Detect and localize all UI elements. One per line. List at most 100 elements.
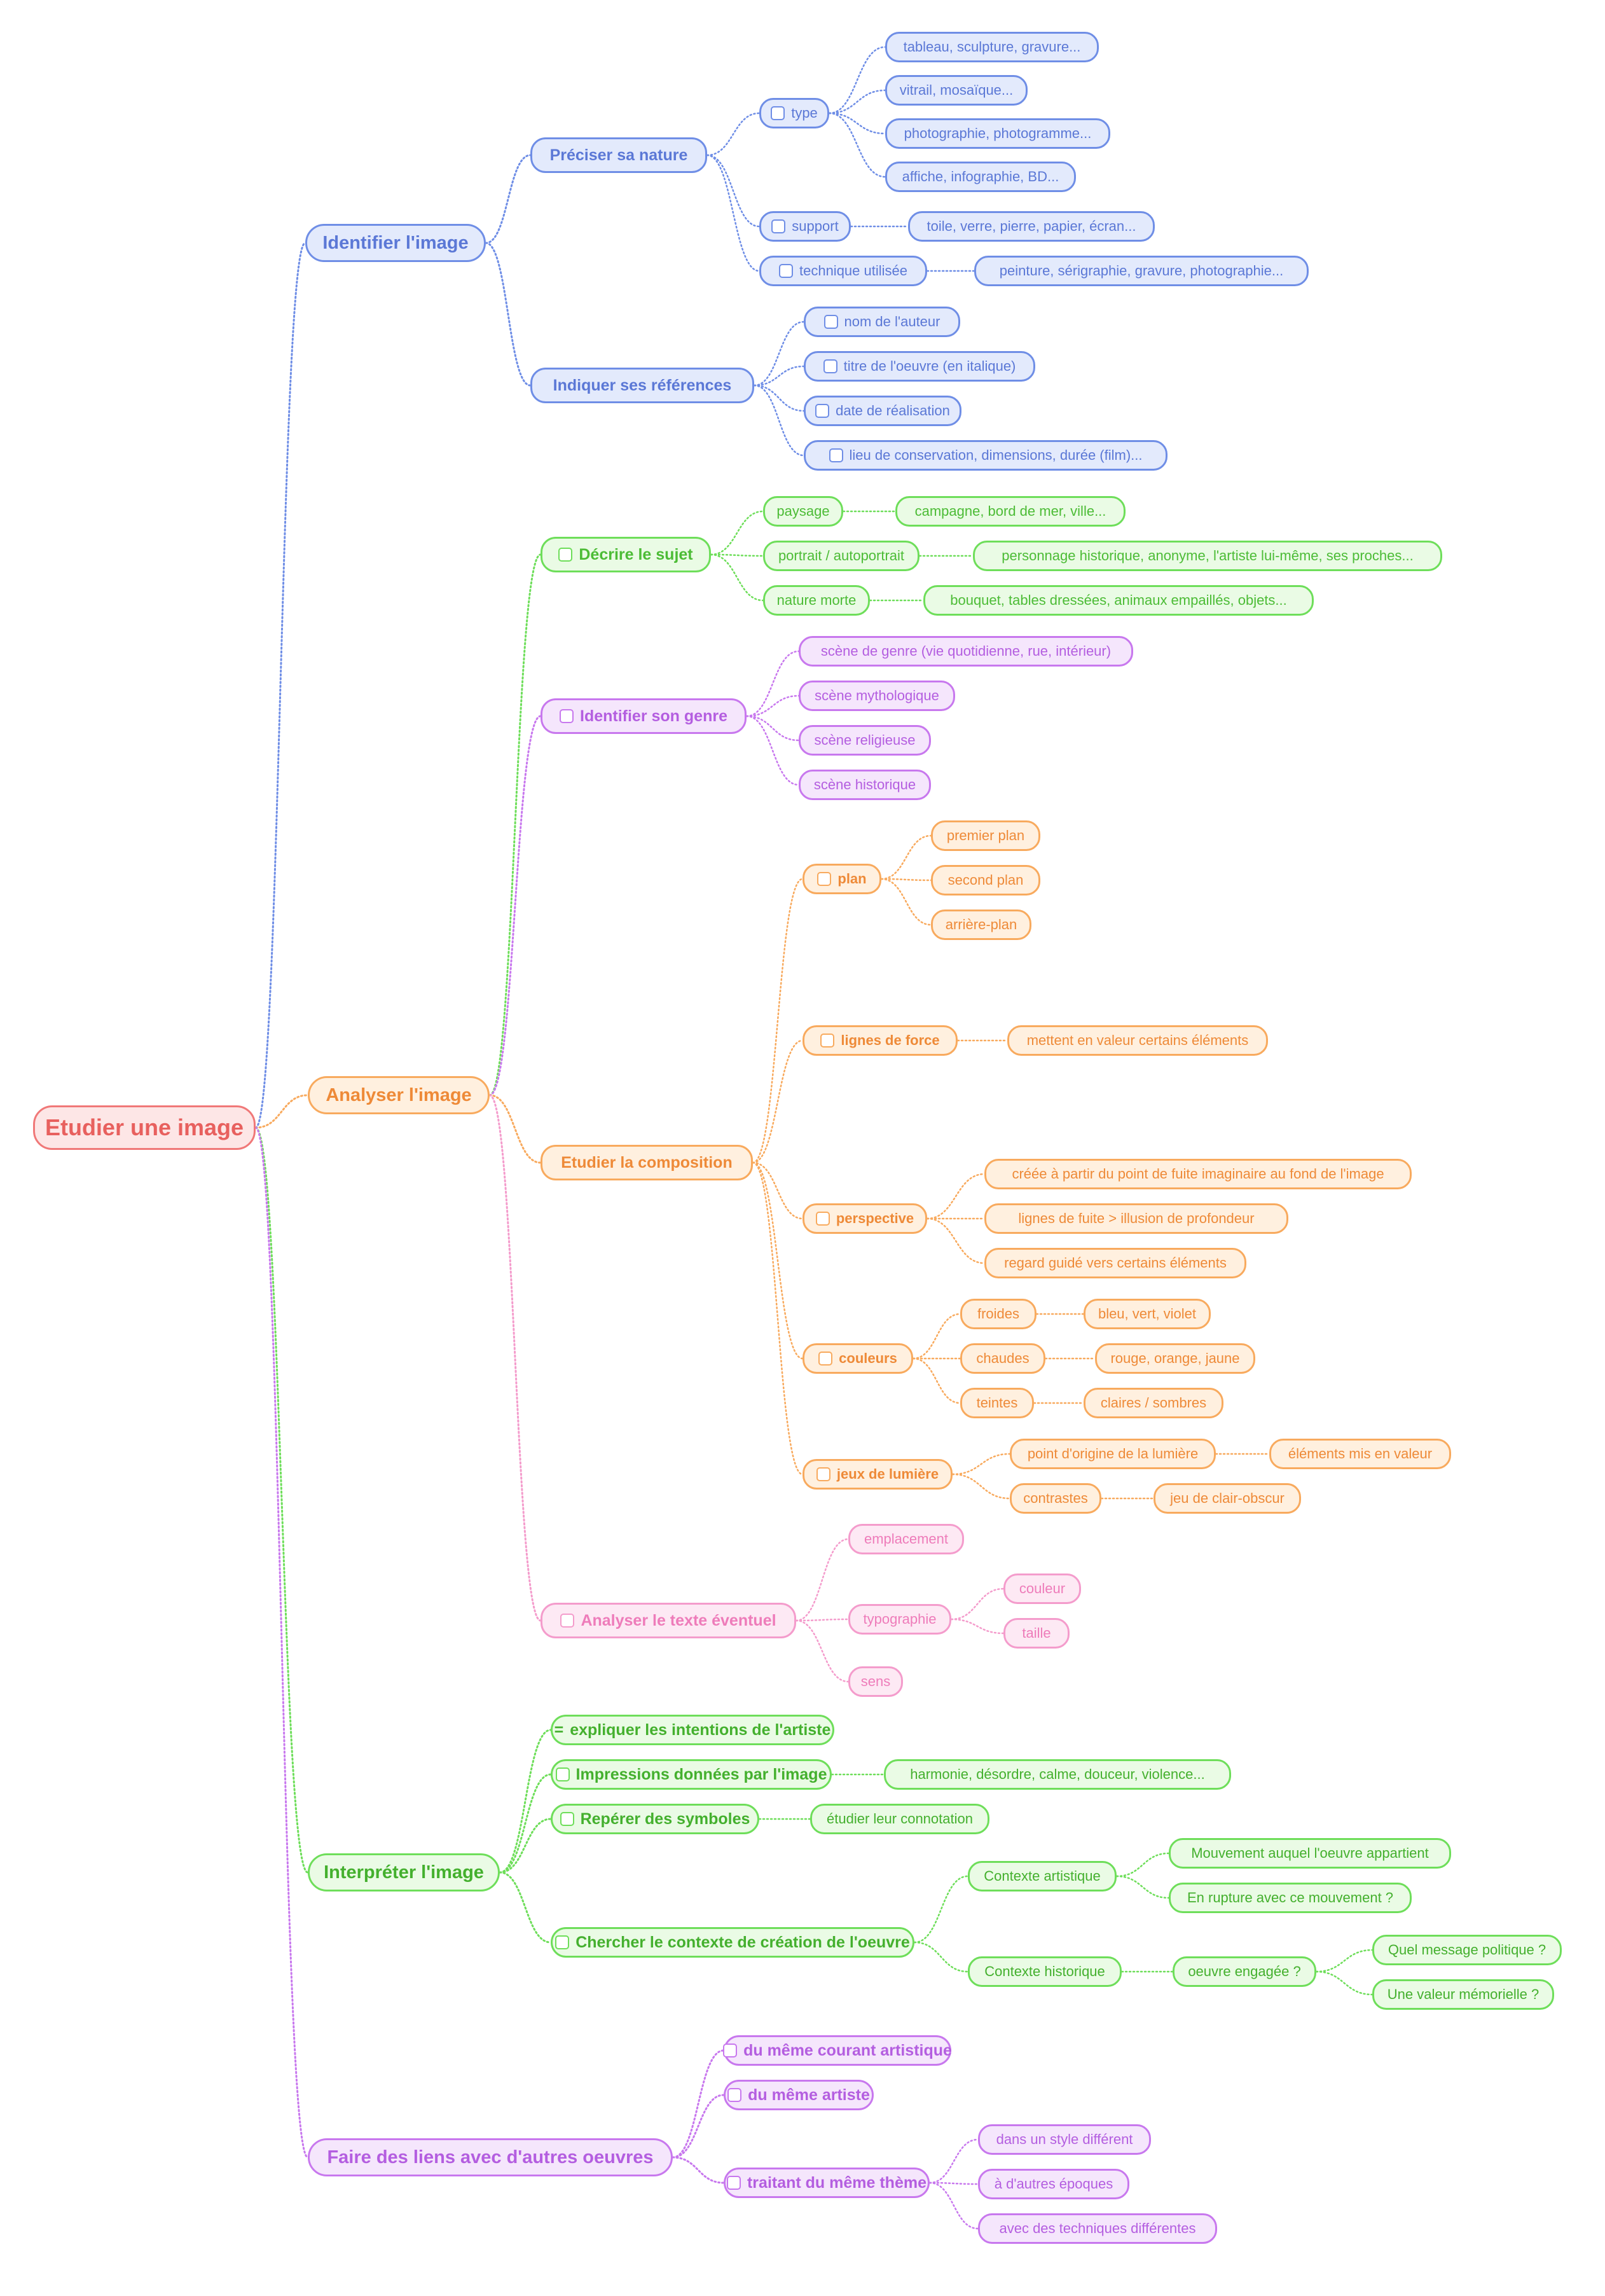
node-jeux-de-lumiere[interactable]: jeux de lumière [802, 1459, 953, 1490]
checkbox-icon[interactable] [555, 1935, 570, 1949]
node-premier-plan[interactable]: premier plan [931, 820, 1040, 851]
checkbox-icon[interactable] [727, 2088, 742, 2102]
node-impressions-donnees-par-l-image[interactable]: Impressions données par l'image [551, 1759, 832, 1790]
node-avec-des-techniques-differentes[interactable]: avec des techniques différentes [978, 2213, 1217, 2244]
node-claires-sombres[interactable]: claires / sombres [1084, 1388, 1223, 1418]
node-en-rupture-avec-ce-mouvement[interactable]: En rupture avec ce mouvement ? [1169, 1883, 1412, 1913]
node-interpreter-l-image[interactable]: Interpréter l'image [308, 1853, 500, 1891]
node-etudier-une-image[interactable]: Etudier une image [33, 1105, 256, 1150]
checkbox-icon[interactable] [560, 709, 574, 723]
node-scene-mythologique[interactable]: scène mythologique [799, 681, 955, 711]
checkbox-icon[interactable] [823, 315, 838, 329]
node-taille[interactable]: taille [1003, 1618, 1070, 1649]
node-oeuvre-engagee[interactable]: oeuvre engagée ? [1173, 1956, 1316, 1987]
checkbox-icon[interactable] [815, 404, 830, 418]
node-emplacement[interactable]: emplacement [848, 1524, 964, 1554]
node-titre-de-l-oeuvre-en-italique[interactable]: titre de l'oeuvre (en italique) [804, 351, 1035, 382]
node-lignes-de-fuite-illusion-de-profondeur[interactable]: lignes de fuite > illusion de profondeur [984, 1203, 1288, 1234]
node-quel-message-politique[interactable]: Quel message politique ? [1372, 1935, 1562, 1965]
node-dans-un-style-different[interactable]: dans un style différent [978, 2124, 1151, 2155]
node-du-meme-courant-artistique[interactable]: du même courant artistique [723, 2035, 952, 2066]
checkbox-icon[interactable] [771, 106, 785, 120]
node-regard-guide-vers-certains-elements[interactable]: regard guidé vers certains éléments [984, 1248, 1246, 1278]
node-scene-de-genre-vie-quotidienne-rue-inter[interactable]: scène de genre (vie quotidienne, rue, in… [799, 636, 1133, 667]
node-couleur[interactable]: couleur [1003, 1573, 1081, 1604]
node-photographie-photogramme[interactable]: photographie, photogramme... [885, 118, 1110, 149]
checkbox-icon[interactable] [816, 1467, 830, 1481]
node-bleu-vert-violet[interactable]: bleu, vert, violet [1084, 1299, 1211, 1329]
node-contexte-historique[interactable]: Contexte historique [968, 1956, 1122, 1987]
node-vitrail-mosaique[interactable]: vitrail, mosaïque... [885, 75, 1028, 106]
node-lignes-de-force[interactable]: lignes de force [802, 1025, 958, 1056]
checkbox-icon[interactable] [820, 1034, 835, 1048]
checkbox-icon[interactable] [815, 1212, 830, 1226]
node-typographie[interactable]: typographie [848, 1604, 951, 1635]
node-analyser-le-texte-eventuel[interactable]: Analyser le texte éventuel [541, 1603, 796, 1638]
node-scene-historique[interactable]: scène historique [799, 770, 931, 800]
checkbox-icon[interactable] [558, 548, 573, 562]
node-technique-utilisee[interactable]: technique utilisée [759, 256, 927, 286]
node-arriere-plan[interactable]: arrière-plan [931, 909, 1031, 940]
node-a-d-autres-epoques[interactable]: à d'autres époques [978, 2169, 1129, 2199]
node-creee-a-partir-du-point-de-fuite-imagina[interactable]: créée à partir du point de fuite imagina… [984, 1159, 1412, 1189]
node-une-valeur-memorielle[interactable]: Une valeur mémorielle ? [1372, 1979, 1554, 2010]
node-harmonie-desordre-calme-douceur-violence[interactable]: harmonie, désordre, calme, douceur, viol… [884, 1759, 1231, 1790]
checkbox-icon[interactable] [560, 1614, 575, 1628]
node-nom-de-l-auteur[interactable]: nom de l'auteur [804, 307, 960, 337]
node-chercher-le-contexte-de-creation-de-l-oe[interactable]: Chercher le contexte de création de l'oe… [551, 1927, 914, 1958]
node-contrastes[interactable]: contrastes [1010, 1483, 1101, 1514]
node-type[interactable]: type [759, 98, 829, 128]
node-elements-mis-en-valeur[interactable]: éléments mis en valeur [1269, 1439, 1451, 1469]
node-second-plan[interactable]: second plan [931, 865, 1040, 896]
node-etudier-la-composition[interactable]: Etudier la composition [541, 1145, 753, 1180]
node-mettent-en-valeur-certains-elements[interactable]: mettent en valeur certains éléments [1007, 1025, 1268, 1056]
node-expliquer-les-intentions-de-l-artiste[interactable]: =expliquer les intentions de l'artiste [551, 1715, 834, 1745]
node-campagne-bord-de-mer-ville[interactable]: campagne, bord de mer, ville... [895, 496, 1126, 527]
node-etudier-leur-connotation[interactable]: étudier leur connotation [810, 1804, 989, 1834]
node-froides[interactable]: froides [960, 1299, 1037, 1329]
node-peinture-serigraphie-gravure-photographi[interactable]: peinture, sérigraphie, gravure, photogra… [974, 256, 1309, 286]
checkbox-icon[interactable] [771, 219, 786, 233]
checkbox-icon[interactable] [723, 2044, 738, 2057]
checkbox-icon[interactable] [817, 872, 832, 886]
node-decrire-le-sujet[interactable]: Décrire le sujet [541, 537, 711, 572]
node-chaudes[interactable]: chaudes [960, 1343, 1045, 1374]
node-mouvement-auquel-l-oeuvre-appartient[interactable]: Mouvement auquel l'oeuvre appartient [1169, 1838, 1451, 1869]
node-contexte-artistique[interactable]: Contexte artistique [968, 1861, 1117, 1891]
node-indiquer-ses-references[interactable]: Indiquer ses références [530, 368, 754, 403]
node-portrait-autoportrait[interactable]: portrait / autoportrait [763, 541, 920, 571]
node-plan[interactable]: plan [802, 864, 881, 894]
node-personnage-historique-anonyme-l-artiste-[interactable]: personnage historique, anonyme, l'artist… [973, 541, 1442, 571]
node-du-meme-artiste[interactable]: du même artiste [724, 2080, 874, 2110]
node-nature-morte[interactable]: nature morte [763, 585, 870, 616]
node-tableau-sculpture-gravure[interactable]: tableau, sculpture, gravure... [885, 32, 1099, 62]
node-reperer-des-symboles[interactable]: Repérer des symboles [551, 1804, 759, 1834]
node-scene-religieuse[interactable]: scène religieuse [799, 725, 931, 756]
checkbox-icon[interactable] [778, 264, 793, 278]
node-teintes[interactable]: teintes [960, 1388, 1034, 1418]
checkbox-icon[interactable] [818, 1352, 833, 1366]
node-rouge-orange-jaune[interactable]: rouge, orange, jaune [1095, 1343, 1255, 1374]
node-date-de-realisation[interactable]: date de réalisation [804, 396, 961, 426]
node-support[interactable]: support [759, 211, 851, 242]
checkbox-icon[interactable] [555, 1767, 570, 1781]
node-faire-des-liens-avec-d-autres-oeuvres[interactable]: Faire des liens avec d'autres oeuvres [308, 2138, 673, 2176]
node-jeu-de-clair-obscur[interactable]: jeu de clair-obscur [1154, 1483, 1301, 1514]
node-toile-verre-pierre-papier-ecran[interactable]: toile, verre, pierre, papier, écran... [908, 211, 1155, 242]
node-preciser-sa-nature[interactable]: Préciser sa nature [530, 137, 707, 173]
node-identifier-son-genre[interactable]: Identifier son genre [541, 698, 747, 734]
node-couleurs[interactable]: couleurs [802, 1343, 913, 1374]
checkbox-icon[interactable] [829, 448, 843, 462]
node-traitant-du-meme-theme[interactable]: traitant du même thème [724, 2168, 930, 2198]
node-perspective[interactable]: perspective [802, 1203, 927, 1234]
node-paysage[interactable]: paysage [763, 496, 843, 527]
checkbox-icon[interactable] [823, 359, 837, 373]
checkbox-icon[interactable] [560, 1812, 574, 1826]
node-affiche-infographie-bd[interactable]: affiche, infographie, BD... [885, 162, 1076, 192]
node-lieu-de-conservation-dimensions-duree-fi[interactable]: lieu de conservation, dimensions, durée … [804, 440, 1168, 471]
node-identifier-l-image[interactable]: Identifier l'image [305, 224, 486, 262]
node-sens[interactable]: sens [848, 1666, 903, 1697]
node-point-d-origine-de-la-lumiere[interactable]: point d'origine de la lumière [1010, 1439, 1216, 1469]
node-analyser-l-image[interactable]: Analyser l'image [308, 1076, 490, 1114]
node-bouquet-tables-dressees-animaux-empaille[interactable]: bouquet, tables dressées, animaux empail… [923, 585, 1314, 616]
